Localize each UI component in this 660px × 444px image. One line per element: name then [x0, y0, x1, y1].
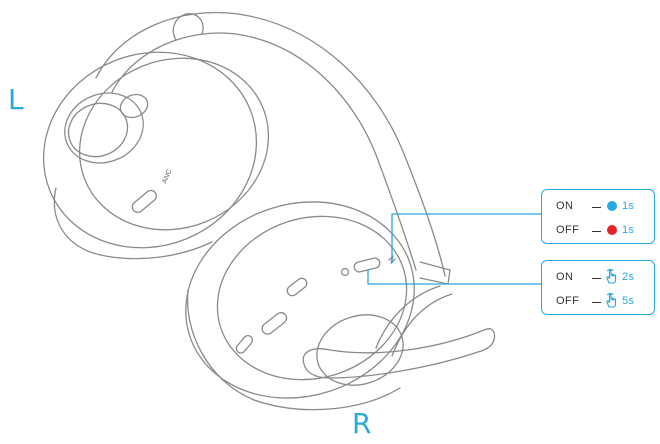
callout-leaders — [367, 213, 542, 285]
right-ear-cup — [185, 201, 415, 411]
dash — [592, 231, 601, 233]
state-label: ON — [556, 200, 574, 212]
led-on-row: ON 1s — [542, 196, 654, 216]
duration-label: 1s — [622, 224, 635, 236]
led-indicator-callout: ON 1s OFF 1s — [541, 189, 655, 244]
right-side-label: R — [352, 407, 372, 440]
state-label: OFF — [556, 295, 580, 307]
power-off-row: OFF 5s — [542, 291, 654, 311]
anc-label: ANC — [161, 168, 173, 184]
duration-label: 2s — [622, 271, 635, 283]
state-label: OFF — [556, 224, 580, 236]
left-ear-cup — [42, 51, 270, 260]
power-button-callout: ON 2s OFF 5s — [541, 260, 655, 315]
dash — [592, 207, 601, 209]
led-off-row: OFF 1s — [542, 220, 654, 240]
blue-led-dot-icon — [607, 201, 617, 211]
press-hand-icon — [606, 292, 617, 308]
microphone-boom — [302, 285, 496, 379]
red-led-dot-icon — [607, 225, 617, 235]
power-on-row: ON 2s — [542, 267, 654, 287]
press-hand-icon — [606, 268, 617, 284]
dash — [592, 278, 601, 280]
dash — [592, 302, 601, 304]
power-button[interactable] — [353, 257, 381, 273]
duration-label: 1s — [622, 200, 635, 212]
left-side-label: L — [8, 83, 24, 116]
headband — [95, 11, 451, 285]
state-label: ON — [556, 271, 574, 283]
duration-label: 5s — [622, 295, 635, 307]
anc-button[interactable] — [130, 188, 159, 214]
